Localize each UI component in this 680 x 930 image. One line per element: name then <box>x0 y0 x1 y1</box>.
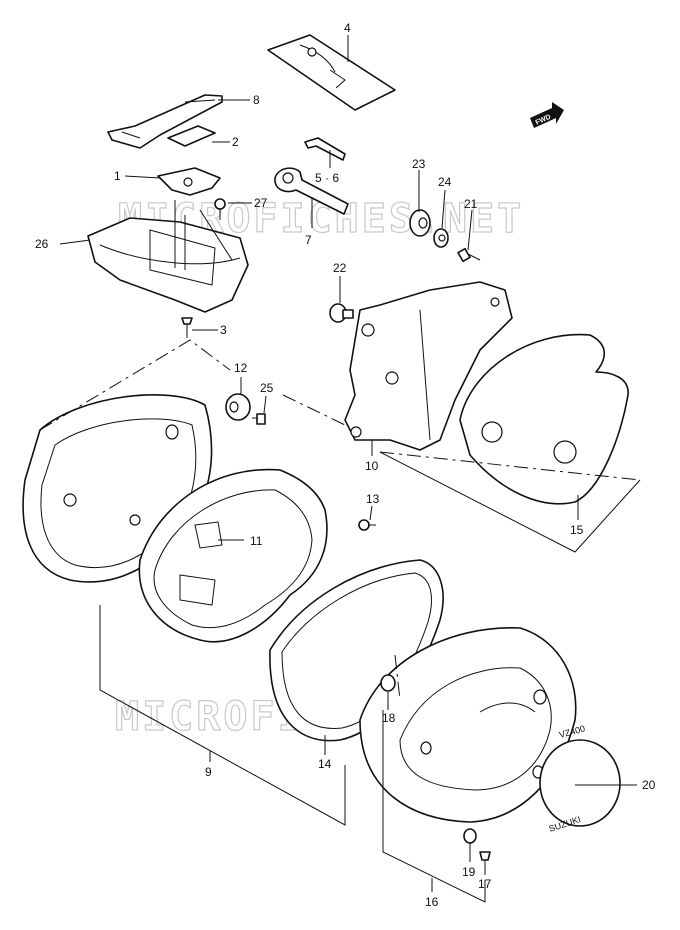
callout-21: 21 <box>464 197 478 211</box>
dash-line-a <box>39 339 231 431</box>
screw-27 <box>214 198 226 220</box>
dash-line-c <box>379 451 641 481</box>
group-9-bracket <box>99 605 346 826</box>
callout-5-6: 5 · 6 <box>315 171 339 185</box>
cover-plate <box>459 333 629 505</box>
callout-25: 25 <box>260 381 274 395</box>
lead-24 <box>441 189 446 229</box>
group-15-bracket <box>379 451 641 553</box>
inner-cover <box>138 468 328 643</box>
tool-bag <box>267 34 396 111</box>
grommet-19 <box>463 828 477 844</box>
lead-1 <box>124 175 161 179</box>
dash-line-b <box>282 394 346 426</box>
group-16-bracket <box>382 710 486 903</box>
callout-18: 18 <box>382 711 396 725</box>
callout-24: 24 <box>438 175 452 189</box>
grommet-23 <box>409 209 431 237</box>
screw-17 <box>479 851 491 861</box>
callout-16: 16 <box>425 895 439 909</box>
bolt-21 <box>457 247 481 263</box>
callout-13: 13 <box>366 492 380 506</box>
rivet <box>181 317 193 338</box>
callout-15: 15 <box>570 523 584 537</box>
callout-20: 20 <box>642 778 656 792</box>
washer-24 <box>433 228 449 248</box>
callout-11: 11 <box>250 534 263 548</box>
spanner <box>274 167 349 215</box>
callout-1: 1 <box>114 169 121 183</box>
callout-7: 7 <box>305 233 312 247</box>
emblem: SUZUKI <box>539 739 621 834</box>
callout-12: 12 <box>234 361 248 375</box>
callout-2: 2 <box>232 135 239 149</box>
grommet-12 <box>225 393 251 421</box>
lead-13 <box>369 505 373 521</box>
callout-4: 4 <box>344 21 351 35</box>
dash-line-d <box>394 654 401 701</box>
bolt-22 <box>329 303 354 323</box>
callout-22: 22 <box>333 261 347 275</box>
tool-tray <box>87 200 249 313</box>
callout-8: 8 <box>253 93 260 107</box>
frame-bracket <box>344 281 513 451</box>
callout-26: 26 <box>35 237 49 251</box>
callout-10: 10 <box>365 459 379 473</box>
bracket <box>157 167 221 196</box>
callout-14: 14 <box>318 757 332 771</box>
tool-strap <box>107 94 223 149</box>
callout-19: 19 <box>462 865 476 879</box>
callout-3: 3 <box>220 323 227 337</box>
callout-23: 23 <box>412 157 426 171</box>
callout-27: 27 <box>254 196 268 210</box>
pad <box>167 125 216 147</box>
screw-13 <box>358 519 376 531</box>
callout-9: 9 <box>205 765 212 779</box>
callout-17: 17 <box>478 877 492 891</box>
hex-key <box>304 137 346 161</box>
grommet-18 <box>380 674 396 692</box>
lead-26 <box>59 239 91 245</box>
lead-21 <box>467 209 473 251</box>
side-cover: VZ400 <box>359 627 586 823</box>
fwd-arrow-icon: FWD <box>530 102 564 128</box>
bolt-25 <box>252 413 266 425</box>
lead-25 <box>263 395 267 414</box>
